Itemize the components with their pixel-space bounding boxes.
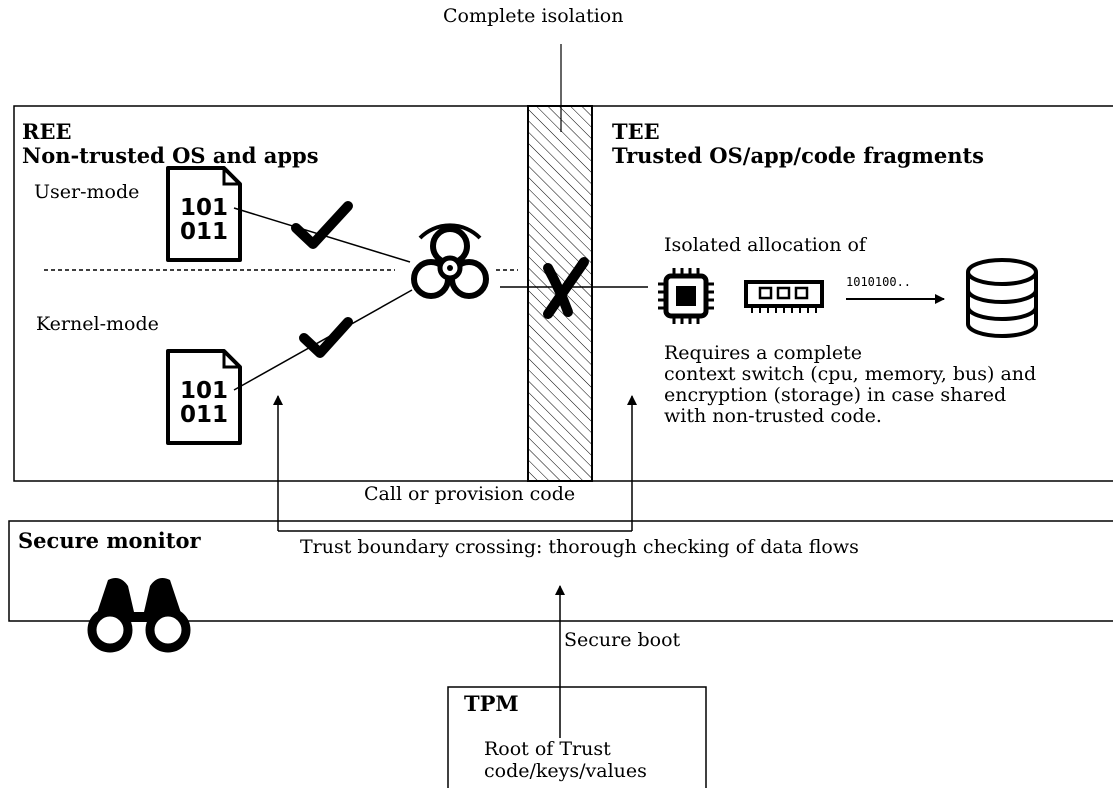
cpu-chip-icon [658,268,714,324]
tee-title: TEE [612,119,660,144]
secure-monitor-box [8,520,1113,622]
bit-stream-label: 1010100.. [846,275,912,289]
secure-boot-label: Secure boot [564,629,681,651]
file-bits: 101 011 [180,196,228,244]
file-bits: 101 011 [180,379,228,427]
memory-module-icon [744,280,824,313]
tpm-line: Root of Trust [484,738,611,760]
note-line: encryption (storage) in case shared [664,384,1007,406]
secure-monitor-description: Trust boundary crossing: thorough checki… [300,536,859,559]
file-bits-line: 101 [180,195,229,221]
secure-monitor-title: Secure monitor [18,528,201,553]
check-icon [299,317,353,358]
tee-subtitle: Trusted OS/app/code fragments [612,143,984,168]
check-icon [291,201,353,249]
kernel-mode-label: Kernel-mode [36,313,159,335]
file-bits-line: 101 [180,378,229,404]
tpm-line: code/keys/values [484,760,647,782]
note-line: context switch (cpu, memory, bus) and [664,363,1037,385]
isolation-label: Complete isolation [443,5,624,27]
database-icon [966,258,1038,338]
file-bits-line: 011 [180,219,229,245]
ree-subtitle: Non-trusted OS and apps [22,143,319,168]
file-icon [166,349,242,445]
ree-title: REE [22,119,72,144]
file-icon [166,166,242,262]
call-provision-label: Call or provision code [364,483,576,506]
isolated-allocation-label: Isolated allocation of [664,234,866,256]
biohazard-icon [411,223,489,299]
kernel-file-link [233,289,413,391]
context-switch-note: Requires a complete context switch (cpu,… [664,343,1036,427]
note-line: with non-trusted code. [664,405,882,427]
file-bits-line: 011 [180,402,229,428]
cross-icon [543,257,589,319]
tpm-title: TPM [464,691,519,716]
note-line: Requires a complete [664,342,862,364]
user-mode-label: User-mode [34,181,140,203]
tpm-box [447,686,707,788]
tpm-description: Root of Trust code/keys/values [484,738,647,782]
binoculars-icon [87,578,191,653]
